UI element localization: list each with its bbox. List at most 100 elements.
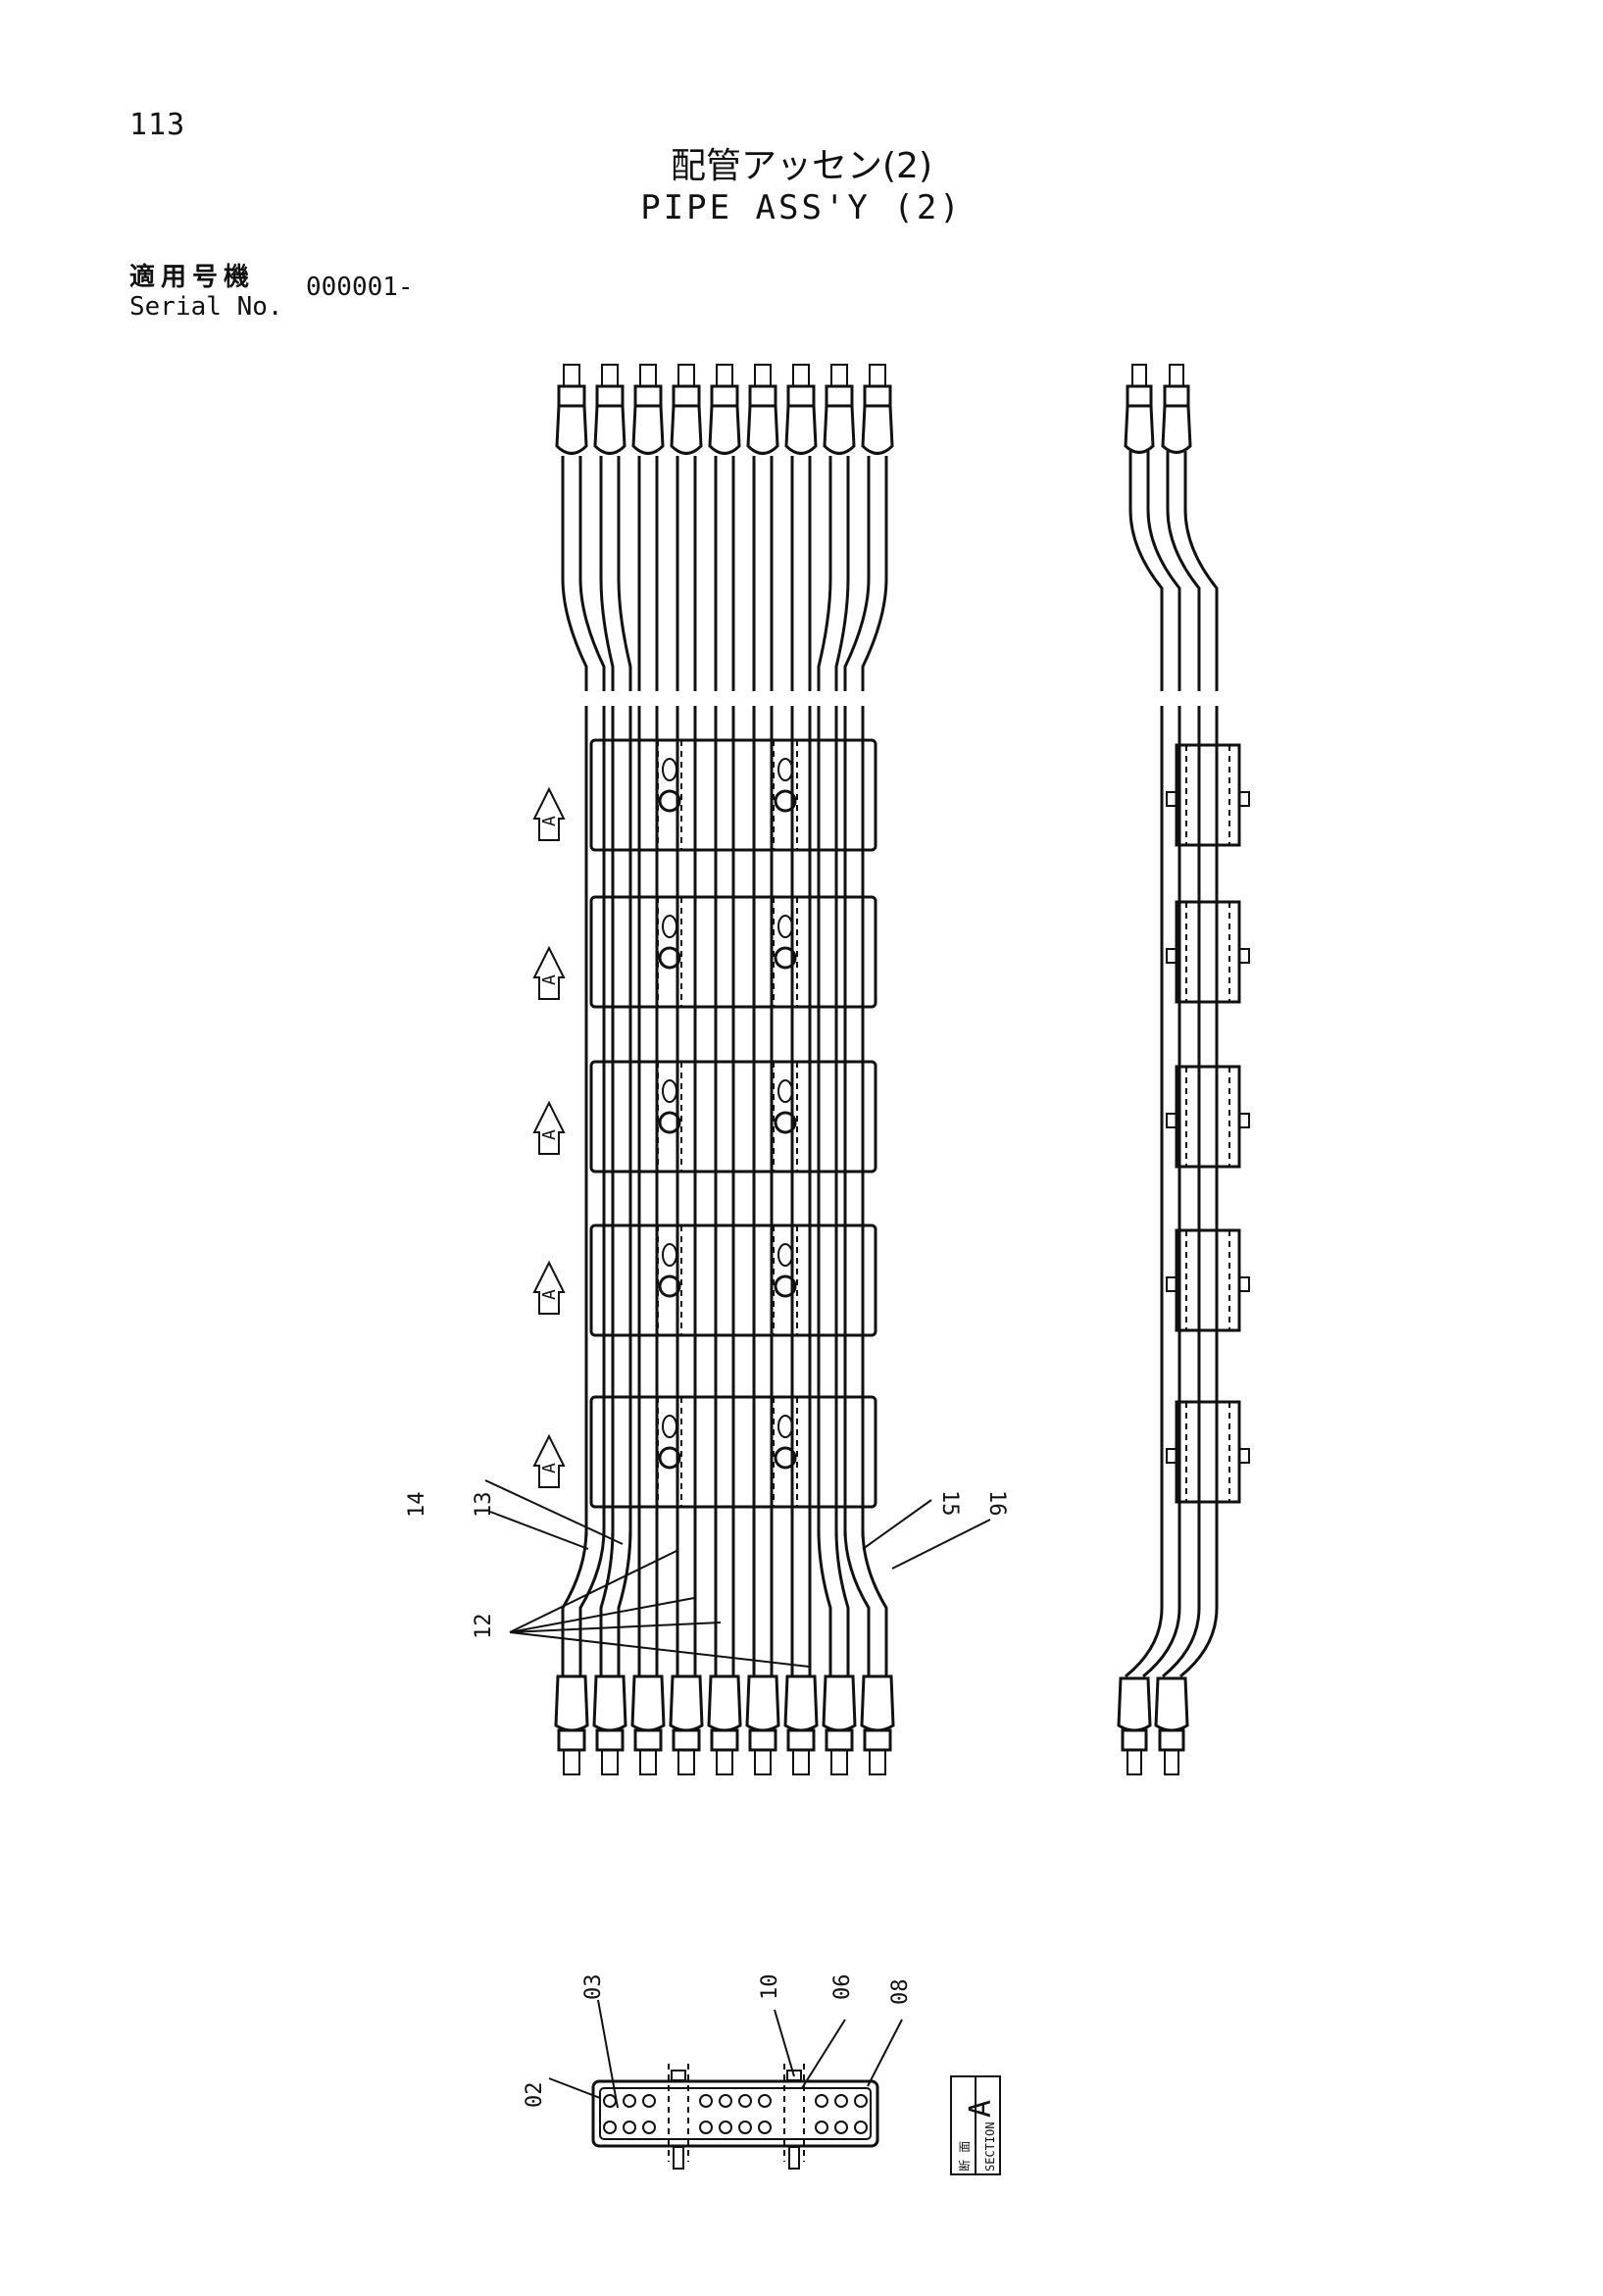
pipe	[783, 364, 819, 1775]
side-upper-left	[1166, 451, 1201, 691]
fitting-top	[670, 405, 703, 455]
pipe-upper-right	[834, 456, 850, 691]
pipe-upper-left	[599, 456, 615, 691]
clamp-slot	[662, 1415, 677, 1438]
side-clamp-block	[1166, 743, 1250, 847]
nut-bottom	[557, 1728, 586, 1752]
fitting-bottom	[822, 1674, 857, 1732]
nut-top	[786, 384, 816, 408]
side-tip-top	[1169, 364, 1184, 387]
clamp-bolt	[774, 789, 797, 813]
section-arrow-icon	[532, 786, 566, 841]
pipe	[745, 364, 780, 1775]
nut-bottom	[786, 1728, 816, 1752]
serial-label-english: Serial No.	[129, 292, 283, 322]
clamp-slot	[662, 915, 677, 938]
pipe	[554, 364, 606, 1775]
section-hole	[603, 2094, 617, 2108]
section-hole	[854, 2094, 868, 2108]
title-english: PIPE ASS'Y (2)	[640, 188, 963, 227]
section-hole	[623, 2094, 636, 2108]
section-marker-a: A	[532, 1433, 566, 1488]
side-pipe	[1154, 364, 1219, 1775]
section-hole	[623, 2121, 636, 2134]
callout-12: 12	[472, 1614, 496, 1640]
clamp-block	[589, 895, 877, 1009]
side-bolt-head	[1166, 1113, 1177, 1128]
pipe-tip-bottom	[869, 1749, 886, 1775]
section-marker-letter: A	[539, 1129, 560, 1140]
pipe-tip-top	[869, 364, 886, 387]
fitting-bottom	[630, 1674, 666, 1732]
fitting-bottom	[554, 1674, 589, 1732]
section-marker-letter: A	[539, 1463, 560, 1473]
fitting-top	[823, 405, 856, 455]
side-lower-left	[1125, 1529, 1164, 1678]
fitting-top	[631, 405, 665, 455]
section-hole	[738, 2094, 752, 2108]
side-tip-bottom	[1164, 1749, 1179, 1775]
section-hole	[738, 2121, 752, 2134]
side-nut-bottom	[1121, 1728, 1148, 1752]
section-marker-a: A	[532, 945, 566, 1000]
nut-bottom	[633, 1728, 663, 1752]
side-fitting-bottom	[1117, 1676, 1152, 1732]
section-arrow-icon	[532, 945, 566, 1000]
side-nut-top	[1126, 384, 1153, 408]
pipe-tip-bottom	[830, 1749, 848, 1775]
side-clamp-block	[1166, 900, 1250, 1004]
section-marker-a: A	[532, 786, 566, 841]
clamp-bolt	[658, 789, 681, 813]
page-number: 113	[129, 108, 186, 142]
callout-14: 14	[405, 1492, 429, 1519]
section-hole	[758, 2094, 772, 2108]
pipe-upper-right	[578, 456, 606, 691]
side-fitting-top	[1161, 405, 1192, 454]
pipe-tip-top	[830, 364, 848, 387]
pipe-tip-top	[601, 364, 619, 387]
clamp-bolt	[658, 1446, 681, 1470]
pipe-lower-left	[843, 1528, 871, 1676]
pipe	[707, 364, 742, 1775]
pipe	[843, 364, 895, 1775]
nut-bottom	[748, 1728, 777, 1752]
clamp-block	[589, 1395, 877, 1509]
side-bolt-head	[1166, 1276, 1177, 1292]
side-lower-left	[1162, 1529, 1201, 1678]
clamp-body	[589, 895, 877, 1009]
side-bolt-head	[1166, 948, 1177, 964]
title-japanese: 配管アッセン(2)	[671, 146, 932, 186]
nut-bottom	[710, 1728, 739, 1752]
side-clamp-block	[1166, 1065, 1250, 1169]
side-upper-left	[1128, 451, 1164, 691]
pipe-tip-bottom	[639, 1749, 657, 1775]
clamp-bolt	[658, 946, 681, 970]
clamp-bolt	[774, 1111, 797, 1134]
clamp-block	[589, 738, 877, 852]
pipe-tip-bottom	[563, 1749, 580, 1775]
callout-labels: 12 13 14 15 16	[405, 1490, 1009, 1639]
side-upper-right	[1183, 451, 1219, 691]
pipe-tip-top	[563, 364, 580, 387]
clamp-slot	[662, 1243, 677, 1267]
callout-03: 03	[581, 1974, 606, 2001]
side-bolt-nut	[1238, 1113, 1250, 1128]
section-hole	[642, 2094, 656, 2108]
section-label-japanese: 断 面	[957, 2141, 972, 2171]
pipe-lower-right	[578, 1528, 606, 1676]
section-a-detail: 02 03 10 06 08	[523, 1974, 913, 2170]
side-bolt-nut	[1238, 1448, 1250, 1464]
nut-top	[710, 384, 739, 408]
fitting-bottom	[669, 1674, 704, 1732]
clamp-slot	[777, 1079, 793, 1103]
nut-top	[863, 384, 892, 408]
nut-top	[595, 384, 625, 408]
front-view	[554, 364, 895, 1775]
pipe-upper-left	[561, 456, 588, 691]
pipe-tip-top	[754, 364, 772, 387]
fitting-bottom	[707, 1674, 742, 1732]
clamp-slot	[777, 758, 793, 781]
side-fitting-bottom	[1154, 1676, 1189, 1732]
